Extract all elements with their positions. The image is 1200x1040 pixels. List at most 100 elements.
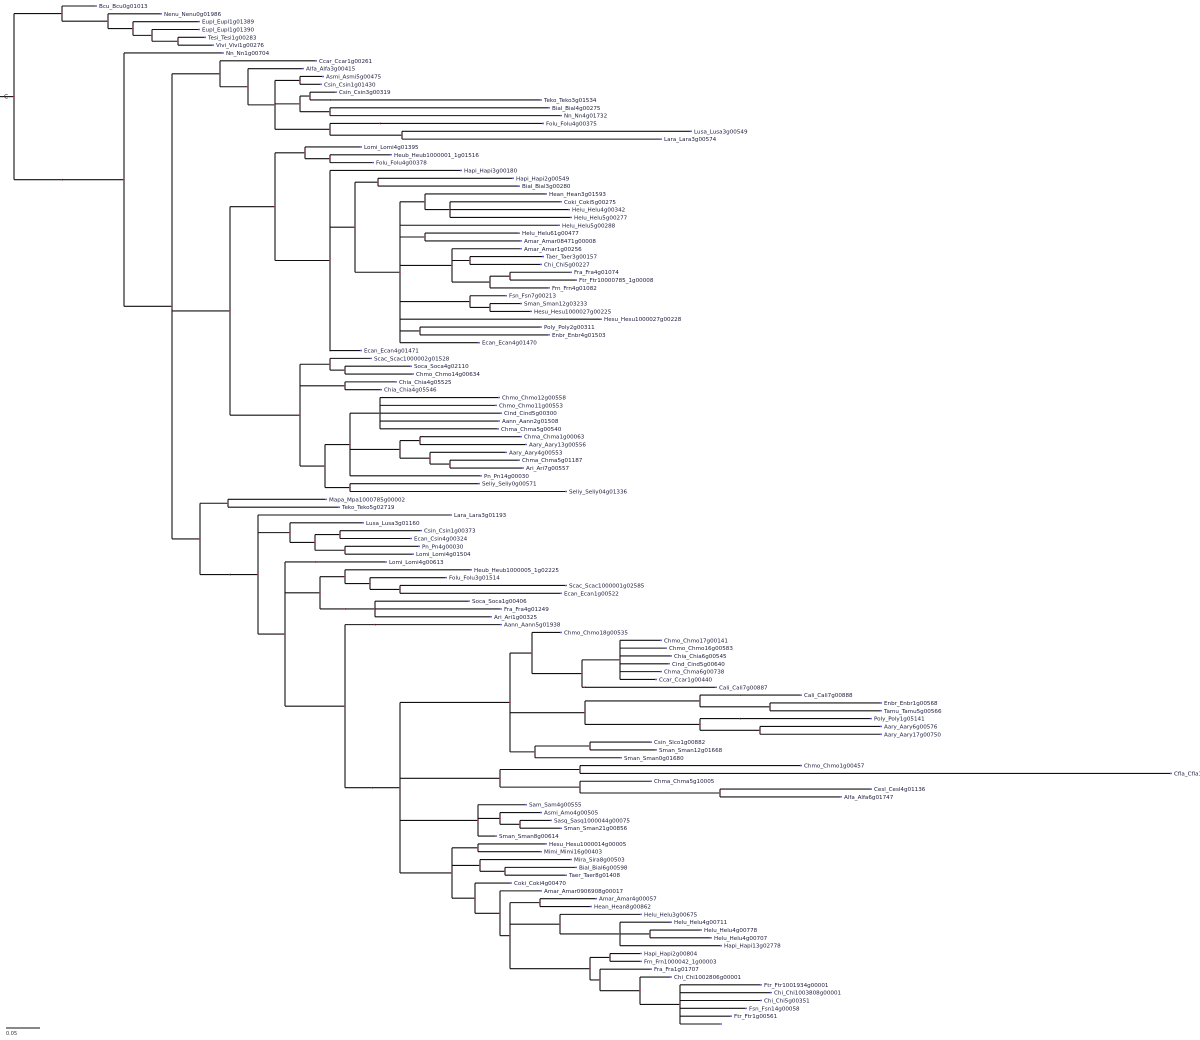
node-marker (534, 750, 536, 753)
leaf-label: Mapa_Mpa1000785g00002 (329, 497, 405, 503)
leaf-label: Asmi_Amo4g00505 (544, 811, 599, 817)
leaf-marker (730, 1015, 732, 1018)
leaf-marker (670, 976, 672, 978)
leaf-marker (518, 459, 520, 462)
leaf-label: Ccar_Ccar1g00261 (319, 59, 373, 65)
leaf-marker (540, 263, 542, 266)
leaf-marker (512, 177, 514, 180)
leaf-label: Asmi_Asmi5g00475 (326, 74, 382, 80)
leaf-marker (497, 427, 499, 430)
leaf-marker (510, 882, 512, 884)
leaf-marker (650, 780, 652, 783)
leaf-marker (478, 482, 480, 485)
leaf-label: Helu_Helu61g00477 (522, 231, 579, 237)
leaf-marker (335, 91, 337, 94)
leaf-label: Chi_Chi5g00227 (544, 262, 590, 268)
leaf-marker (520, 247, 522, 250)
leaf-marker (590, 905, 592, 908)
node-marker (469, 259, 471, 262)
node-marker (469, 300, 471, 303)
leaf-marker (540, 811, 542, 814)
leaf-label: Nenu_Nenu0g01986 (164, 12, 222, 18)
leaf-label: Sman_Sman21g00856 (564, 826, 628, 832)
leaf-marker (410, 537, 412, 540)
leaf-label: Hapi_Hapi13g02778 (724, 944, 781, 950)
leaf-marker (322, 75, 324, 78)
node-marker (171, 305, 173, 308)
leaf-marker (770, 991, 772, 994)
leaf-label: Aary_Aary4g00553 (509, 450, 563, 456)
leaf-label: Helu_Helu4g00778 (704, 928, 758, 934)
node-marker (132, 27, 134, 30)
leaf-label: Mimi_Mimi16g00403 (544, 850, 602, 856)
leaf-marker (570, 216, 572, 219)
node-marker (699, 700, 701, 702)
leaf-label: Nn_Nn1g00704 (226, 51, 270, 57)
leaf-label: Helu_Helu5g00288 (562, 223, 616, 229)
leaf-marker (560, 114, 562, 117)
leaf-label: Amar_Amar4g00057 (599, 897, 657, 903)
leaf-label: Alfa_Alfa3g00415 (306, 67, 356, 73)
leaf-marker (540, 889, 542, 892)
leaf-label: Chma_Chma6g00738 (664, 670, 725, 676)
leaf-marker (575, 866, 577, 869)
leaf-label: Helu_Helu3g00675 (644, 912, 698, 918)
leaf-label: Chma_Chma5g01187 (522, 458, 583, 464)
node-marker (599, 979, 601, 981)
leaf-label: Bial_Bial4g00275 (552, 106, 601, 112)
leaf-label: Heub_Heub1000001_1g01516 (394, 153, 479, 159)
node-marker (354, 226, 356, 229)
leaf-label: Mira_Sira8g00503 (574, 858, 625, 864)
leaf-marker (545, 193, 547, 195)
leaf-label: Hesu_Hesu1000014g00005 (549, 842, 627, 848)
leaf-label: Vivi_Vivi1g00276 (216, 43, 264, 49)
leaf-marker (470, 568, 472, 571)
node-marker (424, 236, 426, 238)
leaf-marker (412, 553, 414, 556)
leaf-label: Hapi_Hapi3g00180 (464, 168, 518, 174)
leaf-marker (520, 435, 522, 438)
leaf-label: Cind_Cind5g00300 (504, 411, 557, 417)
leaf-marker (418, 545, 420, 548)
leaf-marker (500, 623, 502, 626)
leaf-label: Sasq_Sasq1000044g00075 (554, 818, 630, 824)
leaf-marker (460, 169, 462, 172)
node-marker (609, 956, 611, 959)
node-marker (151, 34, 153, 37)
leaf-label: Csin_Slco1g00882 (654, 740, 705, 746)
leaf-marker (212, 44, 214, 47)
node-marker (451, 264, 453, 267)
leaf-marker (1170, 772, 1172, 775)
node-marker (199, 537, 201, 540)
leaf-marker (490, 615, 492, 618)
leaf-marker (525, 803, 527, 806)
leaf-marker (575, 279, 577, 281)
leaf-label: Seliy_Seliy0g00571 (482, 482, 537, 488)
node-marker (589, 967, 591, 970)
leaf-marker (468, 600, 470, 603)
leaf-marker (370, 357, 372, 360)
leaf-marker (880, 709, 882, 712)
leaf-marker (570, 271, 572, 274)
leaf-marker (372, 161, 374, 164)
leaf-marker (660, 639, 662, 642)
leaf-label: Folu_Folu4g00375 (546, 121, 597, 127)
node-marker (107, 20, 109, 23)
leaf-label: Chmo_Chmo12g00558 (502, 396, 566, 402)
node-marker (123, 178, 125, 181)
leaf-label: Cali_Cali7g00887 (719, 685, 768, 691)
leaf-marker (450, 514, 452, 516)
node-marker (399, 271, 401, 274)
leaf-label: Ftr_Ftr10000785_1g00008 (579, 278, 654, 284)
leaf-label: Chmo_Chmo11g00553 (499, 403, 563, 409)
leaf-label: Lara_Lara3g01193 (454, 513, 507, 519)
leaf-marker (222, 52, 224, 54)
node-marker (579, 768, 581, 771)
leaf-marker (395, 380, 397, 383)
leaf-label: Enbr_Enbr4g01503 (552, 333, 606, 339)
node-marker (329, 110, 331, 113)
leaf-marker (520, 240, 522, 242)
node-marker (299, 102, 301, 105)
node-marker (349, 486, 351, 489)
